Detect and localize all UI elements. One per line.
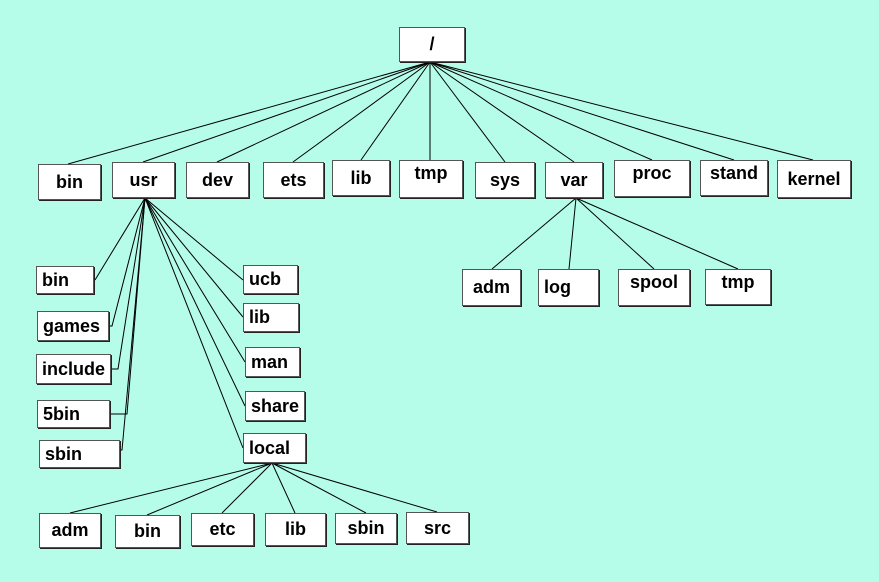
node-local-etc: etc: [191, 513, 254, 546]
connector-line: [110, 197, 146, 415]
node-ets: ets: [263, 162, 324, 198]
connector-line: [144, 197, 244, 449]
node-usr-5bin: 5bin: [37, 400, 110, 428]
connector-line: [271, 462, 296, 514]
node-kernel: kernel: [777, 160, 851, 198]
connector-line: [144, 197, 244, 281]
connector-line: [221, 462, 273, 514]
node-local-sbin: sbin: [335, 513, 397, 544]
node-var: var: [545, 162, 603, 198]
connector-line: [144, 197, 244, 318]
node-local-src: src: [406, 512, 469, 544]
connector-line: [575, 197, 739, 270]
node-usr-ucb: ucb: [243, 265, 298, 294]
node-local-lib: lib: [265, 513, 326, 546]
connector-line: [216, 61, 431, 163]
node-usr: usr: [112, 162, 175, 198]
connector-line: [67, 61, 431, 165]
connector-line: [94, 197, 146, 281]
node-tmp: tmp: [399, 160, 463, 198]
node-stand: stand: [700, 160, 768, 196]
connector-line: [292, 61, 431, 163]
node-bin: bin: [38, 164, 101, 200]
connector-line: [271, 462, 438, 513]
connector-line: [429, 61, 575, 163]
node-usr-lib: lib: [243, 303, 299, 332]
node-var-log: log: [538, 269, 599, 306]
connector-line: [360, 61, 431, 161]
connector-line: [575, 197, 655, 270]
connector-line: [429, 61, 814, 161]
node-root: /: [399, 27, 465, 62]
node-var-spool: spool: [618, 269, 690, 306]
node-proc: proc: [614, 160, 690, 197]
connector-line: [429, 61, 506, 163]
node-usr-share: share: [245, 391, 305, 421]
connector-line: [144, 197, 246, 363]
node-usr-local: local: [243, 433, 306, 463]
node-usr-bin: bin: [36, 266, 94, 294]
connector-line: [491, 197, 577, 270]
connector-line: [111, 197, 146, 370]
node-local-bin: bin: [115, 515, 180, 548]
connector-line: [120, 197, 146, 451]
node-local-adm: adm: [39, 513, 101, 548]
node-var-tmp: tmp: [705, 269, 771, 305]
connector-line: [429, 61, 735, 161]
connector-line: [109, 197, 146, 327]
node-dev: dev: [186, 162, 249, 198]
connector-line: [144, 197, 246, 407]
connector-line: [146, 462, 273, 516]
node-sys: sys: [475, 162, 535, 198]
node-usr-include: include: [36, 354, 111, 384]
connector-line: [568, 197, 577, 270]
connector-line: [69, 462, 273, 514]
connector-line: [429, 61, 653, 161]
connector-line: [142, 61, 431, 163]
connector-line: [271, 462, 367, 514]
node-lib: lib: [332, 160, 390, 196]
node-var-adm: adm: [462, 269, 521, 306]
node-usr-man: man: [245, 347, 300, 377]
node-usr-games: games: [37, 311, 109, 341]
node-usr-sbin: sbin: [39, 440, 120, 468]
